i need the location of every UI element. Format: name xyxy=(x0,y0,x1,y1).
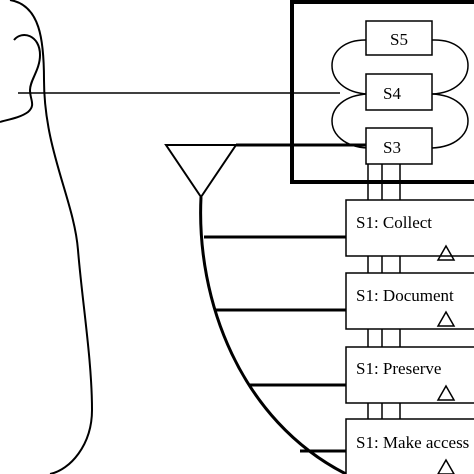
warning-triangle-icon xyxy=(436,310,456,327)
s5-s4-left-loop xyxy=(331,39,369,95)
s3-label: S3 xyxy=(383,138,401,157)
warning-triangle-icon xyxy=(437,458,455,474)
operation-connectors xyxy=(204,235,346,453)
operation-make-access: S1: Make access xyxy=(345,418,474,474)
s5-box: S5 xyxy=(365,20,433,56)
operation-collect-label: S1: Collect xyxy=(356,213,432,232)
operation-collect: S1: Collect xyxy=(345,199,474,261)
s4-s3-right-loop xyxy=(431,93,469,149)
operation-preserve-label: S1: Preserve xyxy=(356,359,441,378)
metasystem-frame xyxy=(290,0,474,184)
s5-label: S5 xyxy=(390,30,408,49)
s4-box: S4 xyxy=(365,73,433,111)
funnel-triangle xyxy=(164,144,238,199)
operation-document-label: S1: Document xyxy=(356,286,454,305)
s4-label: S4 xyxy=(383,84,401,103)
s5-s4-right-loop xyxy=(431,39,469,95)
warning-triangle-icon xyxy=(436,244,456,261)
s4-s3-left-loop xyxy=(331,93,369,149)
operation-document: S1: Document xyxy=(345,272,474,330)
operation-make-access-label: S1: Make access xyxy=(356,433,469,452)
environment-outline xyxy=(0,0,94,474)
s3-box: S3 xyxy=(365,127,433,165)
operations-spine xyxy=(199,196,347,474)
operation-preserve: S1: Preserve xyxy=(345,346,474,404)
warning-triangle-icon xyxy=(436,384,456,401)
